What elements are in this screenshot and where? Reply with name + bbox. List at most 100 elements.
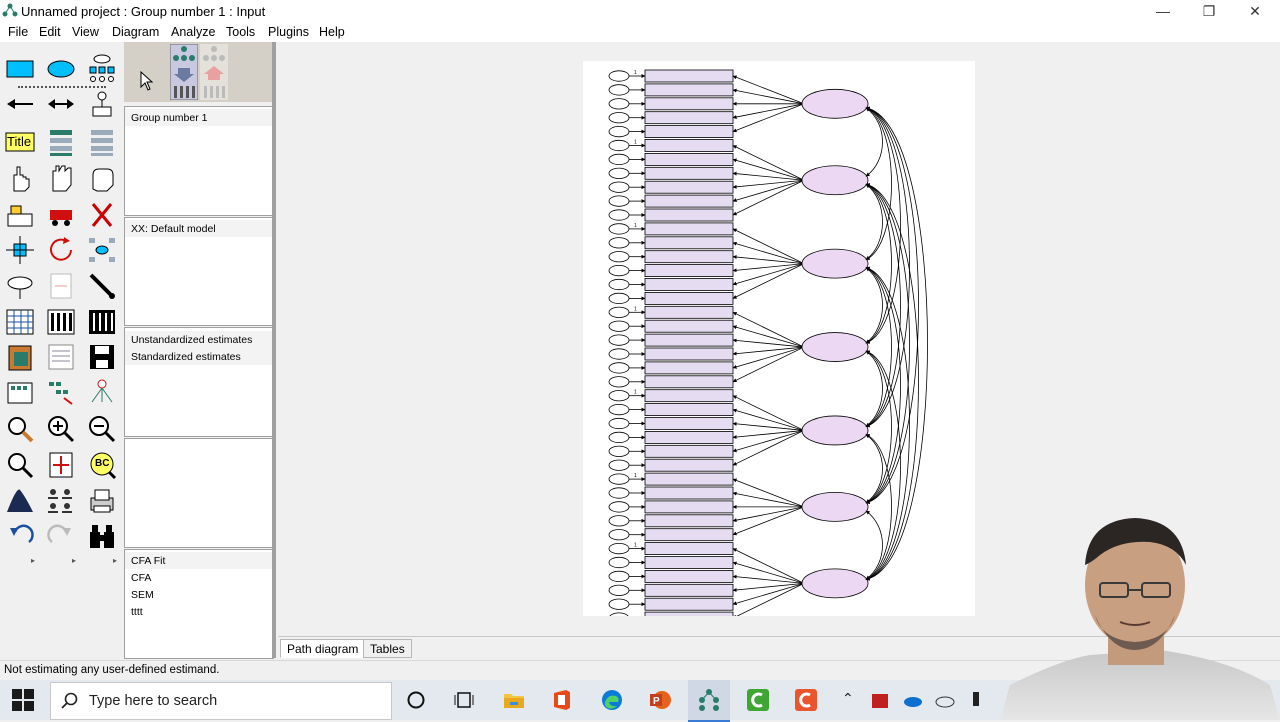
error-term[interactable] (608, 98, 630, 110)
covariance-arrow[interactable] (865, 183, 919, 581)
rotate-indicators-icon[interactable] (46, 235, 76, 265)
error-term[interactable] (608, 556, 630, 569)
loading-path-arrow[interactable] (732, 88, 805, 105)
error-term[interactable] (608, 126, 630, 138)
error-term[interactable] (608, 403, 630, 416)
office-icon[interactable] (550, 688, 574, 712)
covariance-arrow[interactable] (865, 266, 910, 581)
menu-diagram[interactable]: Diagram (112, 25, 160, 39)
fixed-weight-label[interactable]: 1 (634, 543, 637, 549)
file-item[interactable]: CFA (131, 572, 152, 584)
observed-variable[interactable] (644, 347, 734, 361)
edge-browser-icon[interactable] (600, 688, 624, 712)
estimate-row[interactable] (125, 348, 273, 365)
file-item[interactable]: tttt (131, 606, 143, 618)
group-row[interactable] (125, 109, 273, 126)
title-tool-icon[interactable] (5, 127, 35, 157)
estimate-item[interactable]: Unstandardized estimates (131, 334, 253, 346)
covariance-arrow[interactable] (865, 267, 892, 427)
error-term[interactable] (608, 445, 630, 457)
error-term[interactable] (608, 237, 630, 249)
fixed-weight-label[interactable]: 1 (634, 140, 637, 146)
fixed-weight-label[interactable]: 1 (634, 390, 637, 396)
path-arrow-icon[interactable] (5, 89, 35, 119)
copy-object-icon[interactable] (5, 200, 35, 230)
observed-variable[interactable] (644, 597, 734, 611)
loading-path-arrow[interactable] (732, 346, 805, 383)
move-parameter-icon[interactable] (5, 271, 35, 301)
observed-variable[interactable] (644, 153, 734, 166)
observed-variable[interactable] (644, 83, 734, 97)
error-term[interactable] (608, 265, 630, 277)
loading-path-arrow[interactable] (732, 171, 805, 181)
loading-path-arrow[interactable] (732, 263, 805, 299)
toolbox-arrow-left-icon[interactable]: ▸ (31, 556, 36, 565)
fixed-weight-label[interactable]: 1 (634, 473, 637, 479)
error-term[interactable] (608, 181, 630, 193)
error-term[interactable] (608, 584, 630, 596)
touch-up-icon[interactable] (87, 271, 117, 301)
view-text-icon[interactable] (46, 342, 76, 372)
loading-path-arrow[interactable] (732, 430, 805, 440)
error-term[interactable] (608, 598, 630, 610)
error-term[interactable] (608, 501, 630, 513)
observed-variable[interactable] (644, 430, 734, 444)
taskbar-search-box[interactable]: Type here to search (50, 682, 392, 720)
toolbox-arrow-right-icon[interactable]: ▸ (113, 556, 118, 565)
fixed-weight-label[interactable]: 1 (634, 70, 637, 76)
menu-file[interactable]: File (8, 25, 29, 39)
list-dataset-variables-icon[interactable] (87, 127, 117, 157)
file-item[interactable]: SEM (131, 589, 154, 601)
close-button[interactable]: ✕ (1249, 3, 1261, 19)
select-one-hand-icon[interactable] (5, 163, 35, 193)
loading-path-arrow[interactable] (732, 346, 805, 369)
file-item[interactable]: CFA Fit (131, 555, 166, 567)
print-icon[interactable] (87, 486, 117, 516)
error-term[interactable] (608, 167, 630, 179)
loading-path-arrow[interactable] (732, 103, 805, 133)
menu-plugins[interactable]: Plugins (268, 25, 309, 39)
observed-variable[interactable] (644, 180, 734, 194)
covariance-arrow[interactable] (865, 107, 883, 177)
menu-view[interactable]: View (72, 25, 99, 39)
observed-variable[interactable] (644, 486, 734, 500)
fixed-weight-label[interactable]: 1 (634, 306, 637, 312)
draw-unobserved-ellipse-icon[interactable] (46, 53, 76, 83)
estimate-item[interactable]: Standardized estimates (131, 351, 241, 363)
loading-path-arrow[interactable] (732, 421, 805, 431)
observed-variable[interactable] (644, 291, 734, 305)
loading-path-arrow[interactable] (732, 430, 805, 453)
loading-path-arrow[interactable] (732, 574, 805, 584)
observed-variable[interactable] (644, 417, 734, 430)
group-item[interactable]: Group number 1 (131, 112, 208, 124)
fit-to-page-icon[interactable] (46, 450, 76, 480)
loading-path-arrow[interactable] (732, 582, 805, 619)
preserve-symmetries-icon[interactable] (87, 378, 117, 408)
usb-icon[interactable] (966, 688, 986, 712)
error-term[interactable] (608, 153, 630, 166)
covariance-arrow[interactable] (865, 183, 883, 260)
onedrive-blue-icon[interactable] (902, 688, 924, 712)
error-term[interactable] (608, 320, 630, 332)
error-term[interactable] (608, 473, 630, 485)
loading-path-arrow[interactable] (732, 311, 805, 348)
covariance-arrow[interactable] (865, 510, 883, 580)
error-term[interactable] (608, 612, 630, 624)
latent-factor[interactable] (801, 491, 869, 522)
observed-variable[interactable] (644, 611, 734, 625)
change-shape-icon[interactable] (5, 235, 35, 265)
observed-variable[interactable] (644, 97, 734, 111)
observed-variable[interactable] (644, 305, 734, 319)
observed-variable[interactable] (644, 264, 734, 278)
covariance-arrow[interactable] (865, 434, 883, 504)
covariance-arrow[interactable] (865, 107, 892, 261)
zoom-page-icon[interactable] (5, 450, 35, 480)
error-term[interactable] (608, 334, 630, 346)
observed-variable[interactable] (644, 500, 734, 514)
reflect-indicators-icon[interactable] (87, 235, 117, 265)
menu-help[interactable]: Help (319, 25, 345, 39)
error-term[interactable] (608, 542, 630, 555)
magnifier-icon[interactable] (87, 450, 117, 480)
